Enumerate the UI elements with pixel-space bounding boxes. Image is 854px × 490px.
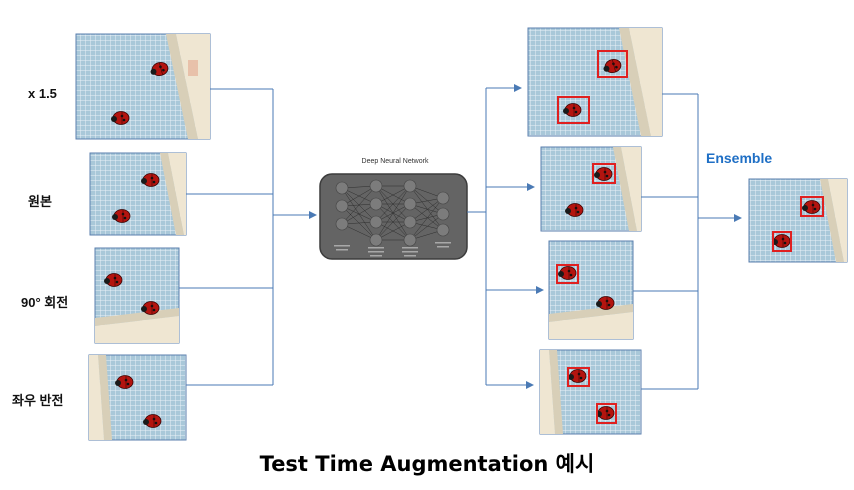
input-image-flipped (88, 354, 187, 441)
input-image-scaled (75, 33, 211, 140)
input-image-rotated (94, 247, 180, 344)
detection-box (592, 163, 616, 184)
detection-box (567, 367, 590, 387)
input-connectors (179, 88, 317, 386)
input-image-original (89, 152, 187, 236)
diagram-caption: Test Time Augmentation 예시 (259, 452, 595, 476)
input-label-scaled: x 1.5 (28, 86, 57, 101)
neural-network-nodes (335, 179, 450, 247)
detection-box (557, 96, 590, 124)
detection-box (597, 50, 628, 78)
ensemble-result-image (748, 178, 848, 263)
output-image-flipped (539, 349, 642, 435)
detection-box (800, 196, 824, 217)
output-image-scaled (527, 27, 663, 137)
output-connectors (467, 84, 742, 390)
input-label-flipped: 좌우 반전 (12, 393, 64, 408)
neural-network-box: Deep Neural Network (319, 158, 468, 260)
ensemble-label: Ensemble (706, 150, 773, 166)
network-title: Deep Neural Network (362, 158, 429, 165)
neural-network-layer-labels (334, 242, 451, 257)
input-label-rotated: 90° 회전 (21, 295, 69, 310)
input-label-original: 원본 (28, 194, 52, 209)
detection-box (596, 403, 617, 424)
output-image-rotated (548, 240, 634, 340)
output-image-original (540, 146, 642, 232)
detection-box (556, 264, 579, 284)
detection-box (772, 231, 792, 252)
